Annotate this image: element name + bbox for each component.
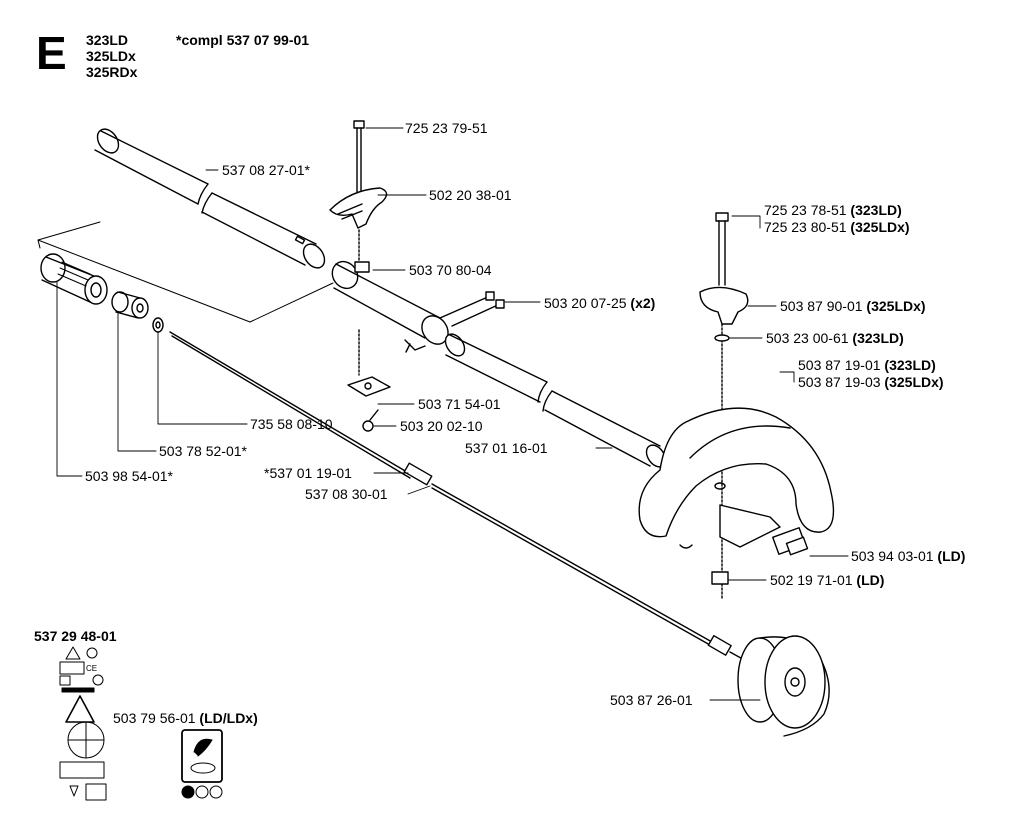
ce-mark: CE (86, 664, 98, 673)
decal-kit-number: 537 29 48-01 (34, 628, 117, 644)
part-label: 503 87 19-01 (323LD) (798, 357, 936, 373)
part-label: 503 98 54-01* (85, 468, 173, 484)
bearing-sleeve (40, 253, 108, 305)
model-name: 323LD (86, 32, 129, 48)
part-label: 537 08 27-01* (222, 162, 310, 178)
loop-handle (638, 407, 835, 549)
part-label: 503 87 19-03 (325LDx) (798, 374, 944, 390)
upper-shaft-tube (94, 128, 326, 269)
model-list: 323LD 325LDx 325RDx (86, 32, 137, 80)
part-label: 502 20 38-01 (429, 187, 512, 203)
washer (152, 317, 164, 333)
handle-bolt (715, 212, 729, 601)
drive-shaft (169, 331, 749, 663)
gear-cup (737, 635, 830, 737)
nut (111, 291, 149, 319)
part-label: 503 20 07-25 (x2) (544, 295, 656, 311)
model-name: 325RDx (86, 64, 138, 80)
part-label: 503 94 03-01 (LD) (851, 548, 966, 564)
complete-assembly-note: *compl 537 07 99-01 (176, 32, 310, 48)
cable-connector (772, 527, 809, 556)
part-label: 503 23 00-61 (323LD) (766, 330, 904, 346)
handle-knob (699, 286, 749, 325)
part-label: 502 19 71-01 (LD) (770, 572, 885, 588)
part-label: 503 70 80-04 (409, 262, 492, 278)
section-letter: E (36, 27, 67, 79)
part-label: 503 20 02-10 (400, 418, 483, 434)
part-label: 503 71 54-01 (418, 396, 501, 412)
part-label: *537 01 19-01 (264, 465, 352, 481)
lower-shaft-tube (444, 333, 667, 468)
part-label: 735 58 08-10 (250, 416, 333, 432)
clamp-plate (347, 376, 391, 397)
part-label: 503 87 26-01 (610, 692, 693, 708)
decal-icons (59, 646, 223, 801)
leader-lines (56, 127, 849, 701)
part-label: 725 23 79-51 (405, 120, 488, 136)
model-name: 325LDx (86, 48, 136, 64)
part-label: 503 78 52-01* (159, 443, 247, 459)
shaft-clamp (331, 260, 449, 353)
part-label: 503 87 90-01 (325LDx) (780, 298, 926, 314)
screws-x2 (439, 291, 505, 327)
part-label: 725 23 80-51 (325LDx) (764, 219, 910, 235)
clamp-bolt (353, 120, 365, 376)
part-label: 537 08 30-01 (305, 486, 388, 502)
clamp-screw (362, 409, 379, 432)
part-label: 503 79 56-01 (LD/LDx) (113, 710, 258, 726)
wing-knob (329, 187, 388, 229)
handle-washer (714, 334, 730, 342)
part-label: 537 01 16-01 (465, 440, 548, 456)
square-nut (711, 571, 729, 585)
bearing-box-outline (37, 221, 334, 323)
part-label: 725 23 78-51 (323LD) (764, 202, 902, 218)
